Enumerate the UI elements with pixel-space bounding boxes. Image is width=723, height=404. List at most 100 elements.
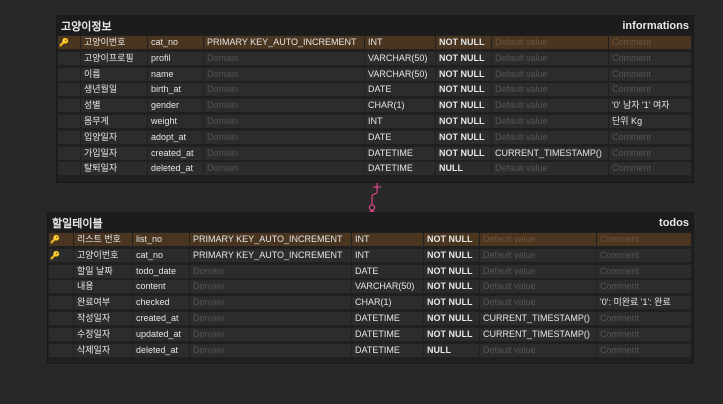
cell-label[interactable]: 생년월일 bbox=[81, 83, 147, 97]
cell-label[interactable]: 고양이번호 bbox=[74, 248, 132, 262]
cell-nullable[interactable]: NOT NULL bbox=[424, 296, 479, 310]
cell-domain[interactable]: Domain bbox=[204, 146, 364, 160]
cell-label[interactable]: 작성일자 bbox=[74, 311, 132, 325]
cell-column[interactable]: created_at bbox=[133, 311, 189, 325]
key-cell[interactable] bbox=[58, 67, 80, 81]
key-cell[interactable] bbox=[58, 51, 80, 65]
cell-type[interactable]: DATETIME bbox=[352, 327, 423, 341]
cell-type[interactable]: CHAR(1) bbox=[352, 296, 423, 310]
cell-comment[interactable]: Comment bbox=[597, 280, 691, 294]
cell-column[interactable]: adopt_at bbox=[148, 130, 203, 144]
cell-nullable[interactable]: NOT NULL bbox=[424, 280, 479, 294]
cell-default[interactable]: Default value bbox=[480, 280, 596, 294]
cell-column[interactable]: name bbox=[148, 67, 203, 81]
cell-comment[interactable]: Comment bbox=[609, 146, 691, 160]
key-cell[interactable] bbox=[58, 130, 80, 144]
cell-domain[interactable]: Domain bbox=[190, 280, 351, 294]
cell-comment[interactable]: Comment bbox=[597, 327, 691, 341]
cell-column[interactable]: updated_at bbox=[133, 327, 189, 341]
cell-column[interactable]: list_no bbox=[133, 233, 189, 246]
cell-default[interactable]: Default value bbox=[480, 264, 596, 278]
cell-type[interactable]: VARCHAR(50) bbox=[352, 280, 423, 294]
cell-default[interactable]: Default value bbox=[480, 296, 596, 310]
cell-nullable[interactable]: NOT NULL bbox=[436, 114, 491, 128]
key-icon[interactable]: 🔑 bbox=[49, 233, 73, 246]
cell-nullable[interactable]: NOT NULL bbox=[436, 51, 491, 65]
cell-label[interactable]: 이름 bbox=[81, 67, 147, 81]
cell-nullable[interactable]: NOT NULL bbox=[424, 327, 479, 341]
cell-comment[interactable]: Comment bbox=[597, 248, 691, 262]
key-icon[interactable]: 🔑 bbox=[49, 248, 73, 262]
cell-comment[interactable]: 단위 Kg bbox=[609, 114, 691, 128]
key-cell[interactable] bbox=[58, 83, 80, 97]
cell-domain[interactable]: Domain bbox=[204, 130, 364, 144]
cell-type[interactable]: INT bbox=[365, 114, 435, 128]
key-cell[interactable] bbox=[49, 280, 73, 294]
cell-column[interactable]: content bbox=[133, 280, 189, 294]
key-cell[interactable] bbox=[58, 146, 80, 160]
key-cell[interactable] bbox=[49, 327, 73, 341]
cell-nullable[interactable]: NOT NULL bbox=[436, 146, 491, 160]
cell-label[interactable]: 입양일자 bbox=[81, 130, 147, 144]
key-cell[interactable] bbox=[58, 99, 80, 113]
cell-comment[interactable]: '0': 미완료 '1': 완료 bbox=[597, 296, 691, 310]
cell-label[interactable]: 탈퇴일자 bbox=[81, 162, 147, 176]
cell-default[interactable]: Default value bbox=[492, 67, 608, 81]
cell-type[interactable]: DATE bbox=[365, 130, 435, 144]
cell-type[interactable]: DATETIME bbox=[352, 311, 423, 325]
cell-default[interactable]: Default value bbox=[492, 114, 608, 128]
cell-comment[interactable]: Comment bbox=[609, 36, 691, 49]
cell-type[interactable]: INT bbox=[352, 248, 423, 262]
cell-default[interactable]: Default value bbox=[492, 83, 608, 97]
cell-column[interactable]: birth_at bbox=[148, 83, 203, 97]
cell-column[interactable]: created_at bbox=[148, 146, 203, 160]
cell-default[interactable]: Default value bbox=[492, 51, 608, 65]
cell-comment[interactable]: Comment bbox=[609, 162, 691, 176]
cell-label[interactable]: 가입일자 bbox=[81, 146, 147, 160]
cell-column[interactable]: deleted_at bbox=[148, 162, 203, 176]
key-cell[interactable] bbox=[49, 343, 73, 357]
cell-default[interactable]: Default value bbox=[480, 233, 596, 246]
cell-label[interactable]: 삭제일자 bbox=[74, 343, 132, 357]
key-cell[interactable] bbox=[49, 264, 73, 278]
cell-nullable[interactable]: NOT NULL bbox=[424, 248, 479, 262]
cell-default[interactable]: CURRENT_TIMESTAMP() bbox=[480, 327, 596, 341]
cell-nullable[interactable]: NOT NULL bbox=[436, 83, 491, 97]
cell-default[interactable]: CURRENT_TIMESTAMP() bbox=[480, 311, 596, 325]
cell-comment[interactable]: Comment bbox=[597, 264, 691, 278]
cell-column[interactable]: deleted_at bbox=[133, 343, 189, 357]
cell-column[interactable]: todo_date bbox=[133, 264, 189, 278]
cell-default[interactable]: Default value bbox=[492, 162, 608, 176]
cell-label[interactable]: 리스트 번호 bbox=[74, 233, 132, 246]
cell-comment[interactable]: Comment bbox=[609, 51, 691, 65]
cell-type[interactable]: INT bbox=[352, 233, 423, 246]
cell-comment[interactable]: Comment bbox=[609, 67, 691, 81]
cell-column[interactable]: weight bbox=[148, 114, 203, 128]
cell-domain[interactable]: Domain bbox=[204, 99, 364, 113]
cell-type[interactable]: DATETIME bbox=[365, 146, 435, 160]
cell-comment[interactable]: '0' 남자 '1' 여자 bbox=[609, 99, 691, 113]
cell-type[interactable]: DATETIME bbox=[365, 162, 435, 176]
cell-nullable[interactable]: NOT NULL bbox=[436, 36, 491, 49]
cell-default[interactable]: Default value bbox=[492, 130, 608, 144]
cell-type[interactable]: INT bbox=[365, 36, 435, 49]
cell-default[interactable]: Default value bbox=[492, 36, 608, 49]
cell-comment[interactable]: Comment bbox=[597, 343, 691, 357]
cell-column[interactable]: cat_no bbox=[148, 36, 203, 49]
cell-nullable[interactable]: NOT NULL bbox=[424, 233, 479, 246]
cell-nullable[interactable]: NOT NULL bbox=[436, 99, 491, 113]
cell-nullable[interactable]: NOT NULL bbox=[436, 130, 491, 144]
